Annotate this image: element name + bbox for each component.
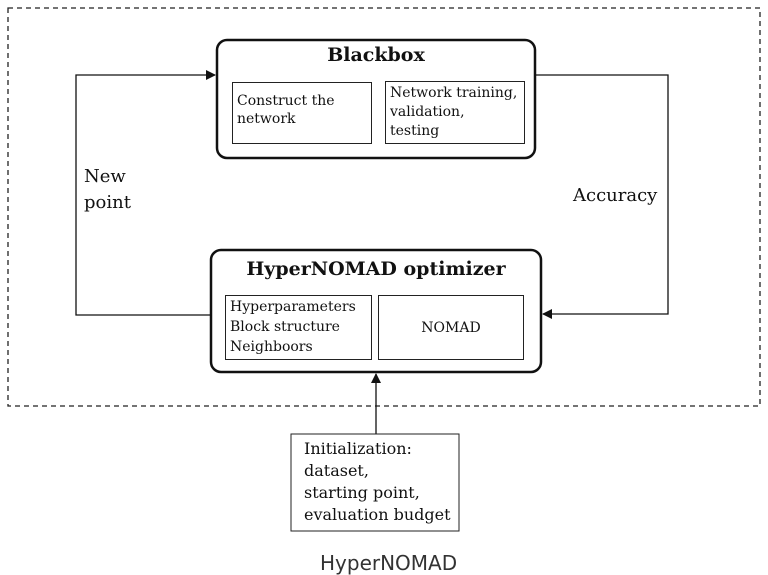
new-point-line-2: point <box>84 192 131 213</box>
initialization-line-3: starting point, <box>304 483 420 502</box>
hyperparameters-box: Hyperparameters Block structure Neighboo… <box>225 295 372 360</box>
network-training-line-1: Network training, <box>390 85 518 101</box>
dashed-system-boundary <box>7 7 761 407</box>
network-training-line-2: validation, <box>390 104 465 120</box>
accuracy-label: Accuracy <box>573 185 658 206</box>
figure-caption: HyperNOMAD <box>320 551 458 575</box>
construct-network-box: Construct the network <box>232 82 372 144</box>
construct-network-line-2: network <box>237 111 296 127</box>
initialization-line-4: evaluation budget <box>304 505 451 524</box>
hyperparameters-line-1: Hyperparameters <box>230 299 356 315</box>
new-point-label: New point <box>84 164 131 216</box>
construct-network-line-1: Construct the <box>237 93 335 109</box>
initialization-text: Initialization: dataset, starting point,… <box>304 438 451 526</box>
nomad-label: NOMAD <box>421 319 481 336</box>
nomad-box: NOMAD <box>378 295 524 360</box>
hyperparameters-line-3: Neighboors <box>230 339 313 355</box>
network-training-line-3: testing <box>390 123 440 139</box>
network-training-box: Network training, validation, testing <box>385 81 525 144</box>
initialization-line-2: dataset, <box>304 461 369 480</box>
optimizer-title: HyperNOMAD optimizer <box>246 258 506 280</box>
blackbox-title: Blackbox <box>327 44 425 66</box>
initialization-box <box>290 433 460 532</box>
new-point-line-1: New <box>84 166 126 187</box>
hyperparameters-line-2: Block structure <box>230 319 340 335</box>
new-point-arrow <box>75 70 216 316</box>
accuracy-arrow <box>535 74 669 319</box>
initialization-line-1: Initialization: <box>304 439 412 458</box>
